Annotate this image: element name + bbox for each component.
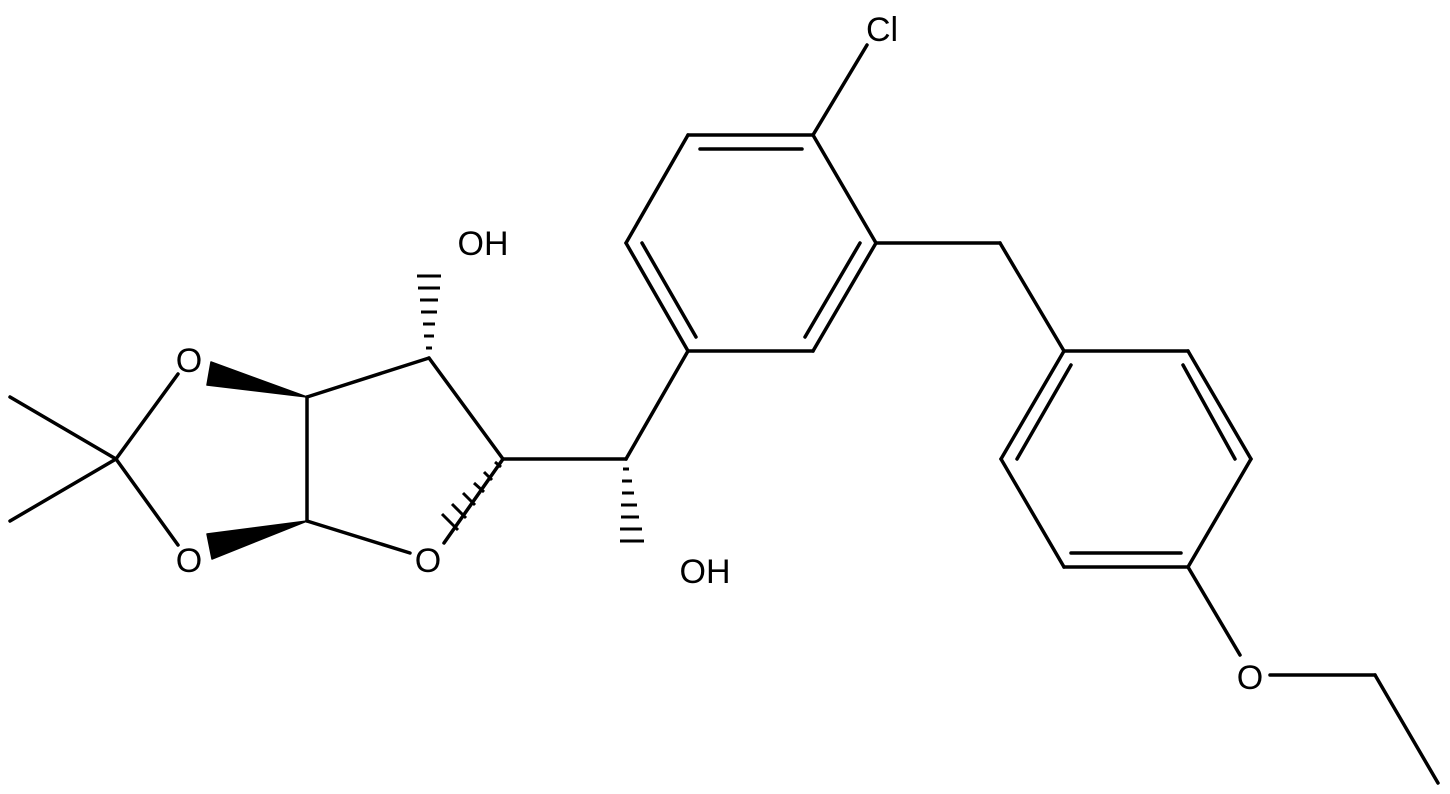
bond-ar2-f: [999, 349, 1066, 461]
atom-label-oh-bottom: OH: [680, 553, 731, 591]
bond-c3a-c3: [305, 356, 431, 399]
hashed-bonds: [417, 274, 644, 543]
bond-cq-o-top: [114, 372, 180, 461]
atom-labels: Cl OH OH O O O O: [176, 11, 1263, 697]
bond-ch2-ch3: [1373, 673, 1440, 785]
bond-ar1-b: [811, 241, 878, 353]
single-bonds: [8, 43, 1440, 785]
wedge-c6a-o-bottom: [206, 520, 308, 560]
bond-choh-aryl: [624, 349, 690, 461]
atom-label-o-dioxolane-top: O: [176, 342, 202, 380]
wedge-c3a-o-top: [206, 361, 308, 398]
bond-c-cl: [811, 43, 869, 137]
bond-cq-o-bottom: [114, 457, 180, 547]
aromatic-inner-bonds: [640, 147, 1237, 555]
bond-c6a-o-ring: [305, 519, 412, 555]
inner-bond-ar2-top: [1181, 363, 1237, 461]
bond-ar1-f: [624, 241, 690, 353]
bond-ar2-e: [999, 457, 1066, 569]
bond-methyl-bottom: [8, 457, 118, 523]
atom-label-o-ether: O: [1237, 659, 1263, 697]
bond-methyl-top: [8, 395, 118, 461]
inner-bond-ar1-left: [640, 241, 698, 339]
inner-bond-ar2-left: [1015, 363, 1073, 461]
bond-ar2-b: [1186, 349, 1253, 461]
bond-ar1-e: [624, 133, 690, 245]
bond-ar1-c: [811, 133, 878, 245]
inner-bond-ar1-right: [803, 241, 862, 339]
bond-ar2-o: [1186, 565, 1242, 657]
atom-label-o-dioxolane-bottom: O: [176, 542, 202, 580]
atom-label-oh-top: OH: [458, 225, 509, 263]
atom-label-o-furanose: O: [415, 542, 441, 580]
hash-c3-oh: [417, 274, 441, 350]
bond-c3-c2: [427, 356, 505, 461]
atom-label-cl: Cl: [866, 11, 898, 49]
bond-ch2-ar2: [998, 241, 1066, 353]
hash-c2-o-ring: [440, 460, 502, 532]
bond-ar2-c: [1186, 457, 1253, 569]
bond-o-ring-c2: [442, 457, 505, 545]
wedge-bonds: [206, 361, 308, 560]
hash-choh-oh: [620, 467, 644, 543]
